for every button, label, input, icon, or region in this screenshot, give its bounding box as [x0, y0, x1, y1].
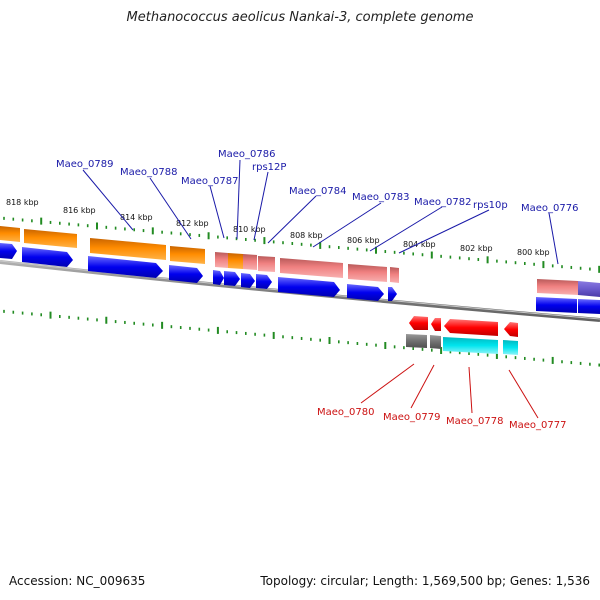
- cog-feature: [578, 281, 600, 297]
- gene-label: rps12P: [252, 162, 286, 173]
- map-title: Methanococcus aeolicus Nankai-3, complet…: [126, 10, 474, 25]
- cds-arrow-forward: [169, 265, 203, 283]
- cds-arrow-forward: [536, 297, 577, 313]
- cds-arrow-forward: [213, 270, 224, 285]
- leader-lines-bottom: [360, 363, 539, 419]
- gene-label: Maeo_0788: [120, 167, 177, 178]
- cog-band-forward: [0, 226, 600, 297]
- cds-arrow-reverse: [431, 318, 441, 331]
- gc-marks-lower: [3, 309, 600, 367]
- cog-feature: [90, 238, 166, 260]
- cds-arrow-forward: [347, 284, 384, 301]
- leader-lines-top: [82, 159, 559, 265]
- tick-label: 802 kbp: [460, 244, 493, 253]
- gene-label: Maeo_0787: [181, 176, 238, 187]
- cds-arrow-forward: [22, 247, 73, 267]
- gene-label: Maeo_0777: [509, 420, 566, 431]
- tick-label: 808 kbp: [290, 231, 323, 240]
- cds-arrow-forward: [278, 277, 340, 297]
- cds-reverse: [409, 316, 518, 337]
- gene-label: Maeo_0778: [446, 416, 503, 427]
- cog-feature: [0, 226, 20, 242]
- cog-feature: [24, 229, 77, 248]
- gene-labels-top: Maeo_0789 Maeo_0788 Maeo_0787 Maeo_0786 …: [56, 149, 578, 214]
- gene-label: Maeo_0789: [56, 159, 113, 170]
- cds-forward: [0, 243, 600, 314]
- cds-arrow-reverse: [409, 316, 428, 330]
- tick-label: 810 kbp: [233, 225, 266, 234]
- cds-arrow-forward: [224, 271, 240, 286]
- tick-label: 816 kbp: [63, 206, 96, 215]
- cog-feature: [390, 267, 399, 283]
- tick-label: 804 kbp: [403, 240, 436, 249]
- cds-arrow-forward: [0, 243, 17, 259]
- tick-label: 814 kbp: [120, 213, 153, 222]
- tick-label: 812 kbp: [176, 219, 209, 228]
- gene-label: Maeo_0779: [383, 412, 440, 423]
- cog-feature: [430, 335, 441, 349]
- tick-label: 800 kbp: [517, 248, 550, 257]
- gene-label: Maeo_0780: [317, 407, 374, 418]
- cog-band-reverse: [406, 334, 518, 355]
- cog-feature: [537, 279, 578, 295]
- gene-label: Maeo_0776: [521, 203, 578, 214]
- cds-arrow-forward: [256, 274, 272, 289]
- cds-arrow-forward: [241, 273, 255, 288]
- gene-label: Maeo_0786: [218, 149, 275, 160]
- gene-label: Maeo_0784: [289, 186, 346, 197]
- cog-feature: [228, 253, 243, 269]
- tick-label: 818 kbp: [6, 198, 39, 207]
- cog-feature: [170, 246, 205, 264]
- cog-feature: [258, 256, 275, 272]
- tick-label: 806 kbp: [347, 236, 380, 245]
- cds-arrow-reverse: [504, 322, 518, 337]
- gene-labels-bottom: Maeo_0780 Maeo_0779 Maeo_0778 Maeo_0777: [317, 407, 566, 431]
- cog-feature: [243, 254, 257, 270]
- cog-feature: [348, 264, 387, 282]
- cds-arrow-reverse: [444, 319, 498, 336]
- cog-feature: [215, 252, 228, 268]
- cds-arrow-forward: [88, 256, 163, 278]
- gc-marks-upper: [3, 216, 600, 273]
- cog-feature: [280, 258, 343, 278]
- accession-text: Accession: NC_009635: [9, 574, 146, 588]
- cog-feature: [503, 340, 518, 355]
- cds-arrow-forward: [388, 287, 397, 301]
- gene-label: Maeo_0783: [352, 192, 409, 203]
- cds-arrow-forward: [578, 299, 600, 314]
- tick-labels: 818 kbp 816 kbp 814 kbp 812 kbp 810 kbp …: [6, 198, 550, 257]
- gene-label: rps10p: [473, 200, 508, 211]
- summary-text: Topology: circular; Length: 1,569,500 bp…: [260, 574, 590, 588]
- cog-feature: [443, 337, 498, 354]
- gene-label: Maeo_0782: [414, 197, 471, 208]
- cog-feature: [406, 334, 427, 348]
